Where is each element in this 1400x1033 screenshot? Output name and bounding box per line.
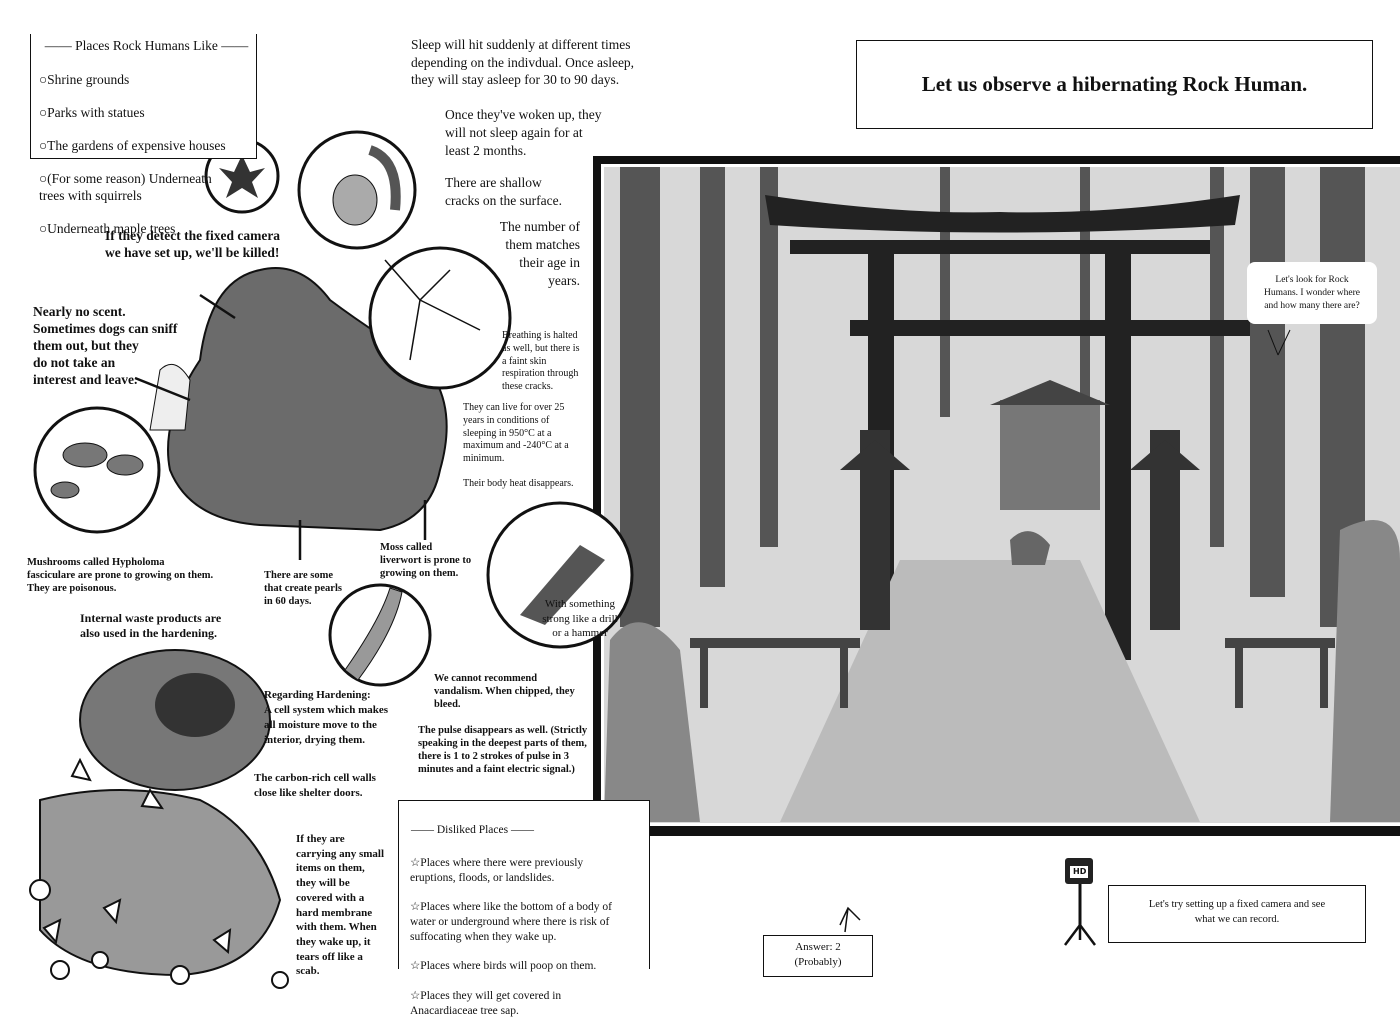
note-pearls: There are some that create pearls in 60 … [264,570,342,607]
places-disliked-heading: —— Disliked Places —— [411,824,534,836]
list-item: ○Underneath maple trees [39,220,176,236]
note-temperature: They can live for over 25 years in condi… [463,402,569,465]
note-vandalism: We cannot recommend vandalism. When chip… [434,673,575,710]
camera-caption: Let's try setting up a fixed camera and … [1148,899,1326,925]
list-item: ☆Places where birds will poop on them. [410,960,597,973]
answer-text: Answer: 2 (Probably) [794,941,842,968]
camera-hd-label: HD [1073,867,1087,876]
title-box: Let us observe a hibernating Rock Human. [856,40,1373,129]
note-scent: Nearly no scent. Sometimes dogs can snif… [33,304,178,387]
places-disliked-box: —— Disliked Places —— ☆Places where ther… [398,800,650,1017]
places-liked-box: —— Places Rock Humans Like —— ○Shrine gr… [30,34,257,236]
list-item: ○Parks with statues [39,104,145,120]
places-disliked-list: ☆Places where there were previously erup… [410,841,612,1033]
note-woken: Once they've woken up, they will not sle… [445,107,602,158]
note-age: The number of them matches their age in … [499,219,580,288]
note-pulse: The pulse disappears as well. (Strictly … [418,725,588,775]
list-item: ○The gardens of expensive houses [39,137,226,153]
cell-diagram [29,649,289,989]
video-camera-icon [1064,858,1096,946]
list-item: ○(For some reason) Underneath trees with… [39,171,212,203]
answer-arrow-icon [839,906,861,933]
page-title: Let us observe a hibernating Rock Human. [921,72,1308,96]
list-item: ○Shrine grounds [39,71,130,87]
note-breathing: Breathing is halted as well, but there i… [502,330,580,393]
speech-bubble-text: Let's look for Rock Humans. I wonder whe… [1263,275,1361,311]
speech-bubble: Let's look for Rock Humans. I wonder whe… [1247,262,1377,324]
note-hardening: Regarding Hardening: A cell system which… [264,689,389,746]
note-cracks: There are shallow cracks on the surface. [445,175,562,208]
note-membrane: If they are carrying any small items on … [296,833,384,978]
heading-text: Disliked Places [436,824,509,836]
note-mushrooms: Mushrooms called Hypholoma fasciculare a… [27,557,214,594]
answer-box: Answer: 2 (Probably) [763,935,873,977]
shrine-panel [593,156,1400,836]
places-liked-list: ○Shrine grounds ○Parks with statues ○The… [39,55,226,254]
places-liked-heading: —— Places Rock Humans Like —— [44,38,249,53]
note-drill: With something strong like a drill or a … [542,598,618,639]
mushroom-inset [33,406,161,534]
note-cell-walls: The carbon-rich cell walls close like sh… [254,772,376,799]
note-heat: Their body heat disappears. [463,478,574,489]
note-camera-warning: If they detect the fixed camera we have … [105,228,281,260]
note-sleep: Sleep will hit suddenly at different tim… [411,37,635,87]
camera-caption-box: Let's try setting up a fixed camera and … [1108,885,1366,943]
list-item: ☆Places they will get covered in Anacard… [410,989,562,1017]
list-item: ☆Places where like the bottom of a body … [410,901,612,943]
note-waste: Internal waste products are also used in… [80,611,222,640]
heading-text: Places Rock Humans Like [75,38,218,53]
note-moss: Moss called liverwort is prone to growin… [380,542,472,579]
list-item: ☆Places where there were previously erup… [410,856,584,884]
